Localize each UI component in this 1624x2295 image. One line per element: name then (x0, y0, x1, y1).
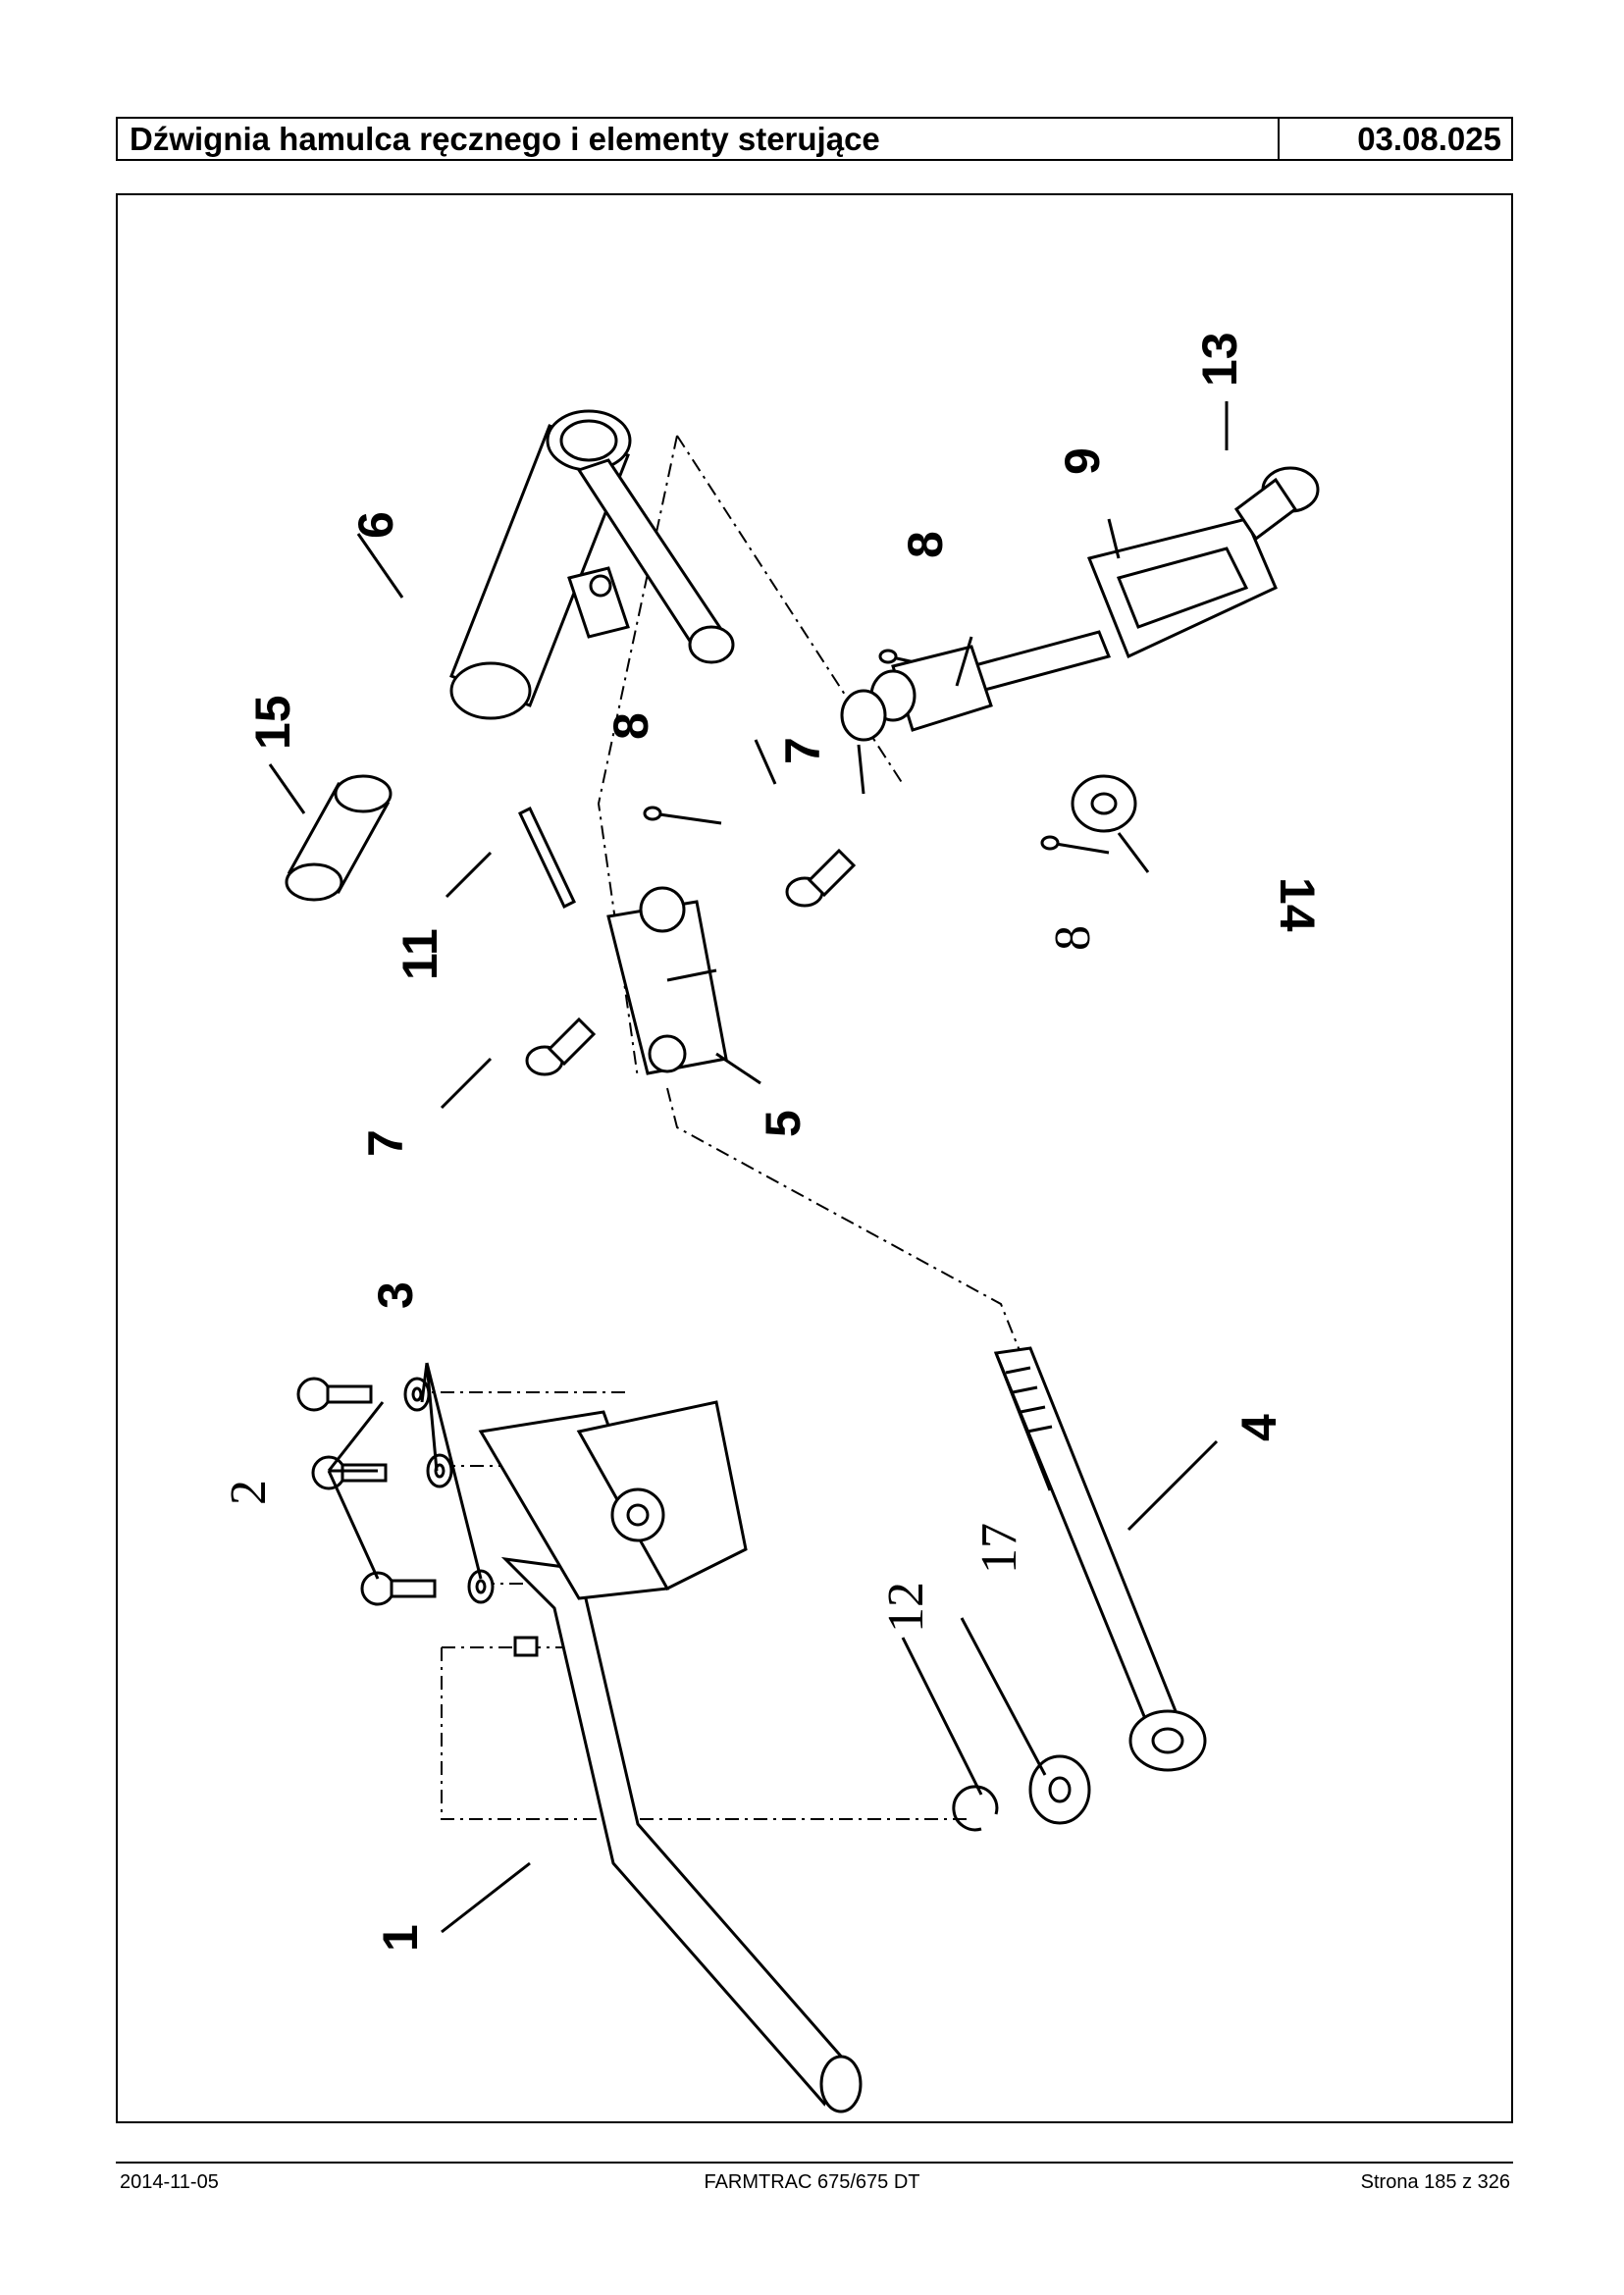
label-12: 12 (878, 1582, 934, 1633)
part-7-pins (525, 848, 857, 1076)
part-12-snap-ring (952, 1785, 999, 1832)
part-15-bushing (285, 774, 393, 902)
part-4-rod (993, 1346, 1207, 1772)
label-7b: 7 (775, 737, 830, 764)
leader-lines (268, 401, 1229, 1934)
page-header: Dźwignia hamulca ręcznego i elementy ste… (116, 117, 1513, 161)
footer-date: 2014-11-05 (120, 2171, 219, 2193)
part-13-pin (1233, 466, 1320, 542)
part-9-adjustable-clevis (840, 517, 1278, 742)
document-code: 03.08.025 (1357, 121, 1501, 157)
label-6: 6 (348, 511, 403, 539)
part-3-washers (403, 1377, 495, 1604)
label-5: 5 (756, 1110, 811, 1137)
exploded-diagram: 1 2 3 4 5 6 7 7 8 8 8 9 11 12 13 14 15 1… (116, 193, 1513, 2123)
part-6-shaft (449, 409, 735, 720)
diagram-drawing: 1 2 3 4 5 6 7 7 8 8 8 9 11 12 13 14 15 1… (221, 332, 1325, 2113)
footer-divider (116, 2162, 1513, 2164)
label-8c: 8 (1045, 925, 1101, 951)
footer-model: FARMTRAC 675/675 DT (704, 2171, 920, 2193)
label-8b: 8 (898, 531, 953, 558)
label-17: 17 (971, 1523, 1027, 1574)
part-1-brake-lever (478, 1400, 863, 2113)
footer-page-number: Strona 185 z 326 (1360, 2171, 1510, 2193)
label-8a: 8 (603, 712, 658, 740)
part-labels: 1 2 3 4 5 6 7 7 8 8 8 9 11 12 13 14 15 1… (221, 332, 1325, 1952)
label-11: 11 (393, 928, 447, 980)
label-1: 1 (373, 1924, 428, 1952)
part-2-bolts (296, 1377, 437, 1606)
label-9: 9 (1055, 447, 1110, 475)
label-14: 14 (1270, 877, 1325, 932)
page-title: Dźwignia hamulca ręcznego i elementy ste… (118, 119, 1280, 159)
label-4: 4 (1231, 1414, 1286, 1441)
label-2: 2 (221, 1480, 277, 1505)
part-11-spring-pin (518, 806, 576, 910)
label-7a: 7 (358, 1129, 413, 1157)
label-3: 3 (368, 1281, 423, 1309)
part-5-clevis (606, 886, 728, 1075)
label-13: 13 (1192, 332, 1247, 387)
label-15: 15 (245, 695, 300, 750)
part-14-washer (1071, 774, 1137, 833)
